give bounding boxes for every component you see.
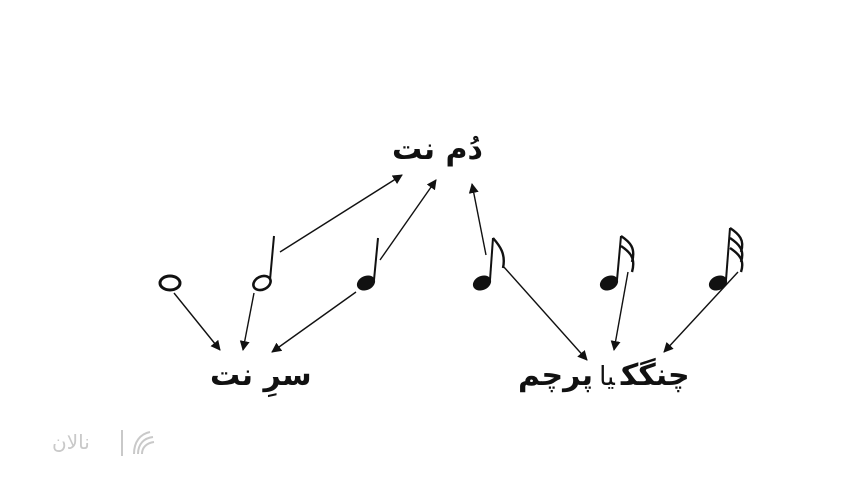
half-note xyxy=(252,235,275,292)
arrow-eighth-flag-to-flag xyxy=(502,265,588,361)
arrow-eighth-stem-to-tail xyxy=(468,183,487,256)
arrow-half-to-head xyxy=(239,292,255,351)
thirty-second-note xyxy=(708,227,744,291)
arrow-whole-to-head xyxy=(173,292,221,351)
flag-label: چنگکیاپرچم xyxy=(518,358,690,393)
quarter-note xyxy=(356,237,379,291)
note-head-label: سرِ نت xyxy=(210,358,312,393)
arrow-quarter-stem-to-tail xyxy=(379,179,437,261)
flag-label-or: یا xyxy=(599,362,615,392)
eighth-note xyxy=(472,237,505,291)
watermark-icon xyxy=(121,430,155,456)
arrows-to-flag xyxy=(502,265,739,361)
arrow-half-stem-to-tail xyxy=(279,174,403,253)
arrow-sixteenth-flag-to-flag xyxy=(610,271,629,351)
whole-note xyxy=(158,274,182,292)
flag-label-left: چنگک xyxy=(620,358,690,393)
arrows-to-note-head xyxy=(173,291,357,353)
watermark-logo: نالان xyxy=(52,428,162,458)
sixteenth-note xyxy=(599,235,635,291)
arrow-thirtysecond-flag-to-flag xyxy=(663,271,739,353)
note-tail-label: دُم نت xyxy=(392,132,483,167)
arrows-to-note-tail xyxy=(279,174,487,261)
watermark-text: نالان xyxy=(52,430,90,454)
flag-label-right: پرچم xyxy=(518,358,594,393)
arrow-quarter-to-head xyxy=(271,291,357,353)
